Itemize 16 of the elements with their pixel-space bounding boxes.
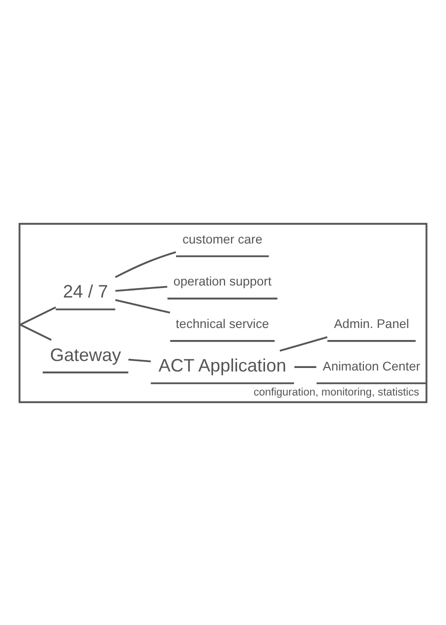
connector xyxy=(128,358,151,362)
connector xyxy=(114,250,176,278)
node-text: Gateway xyxy=(50,344,122,364)
connector xyxy=(115,298,170,314)
connector xyxy=(20,306,56,325)
connector xyxy=(294,366,316,368)
node-text: Admin. Panel xyxy=(334,316,410,331)
connector xyxy=(20,323,52,340)
node-text: operation support xyxy=(173,274,272,288)
node-text: Animation Center xyxy=(322,358,420,373)
connector xyxy=(280,336,328,352)
node-text: technical service xyxy=(176,316,270,331)
node-text: 24 / 7 xyxy=(62,281,108,302)
connector xyxy=(115,285,168,292)
node-text: customer care xyxy=(182,232,262,246)
node-text: ACT Application xyxy=(158,355,286,376)
